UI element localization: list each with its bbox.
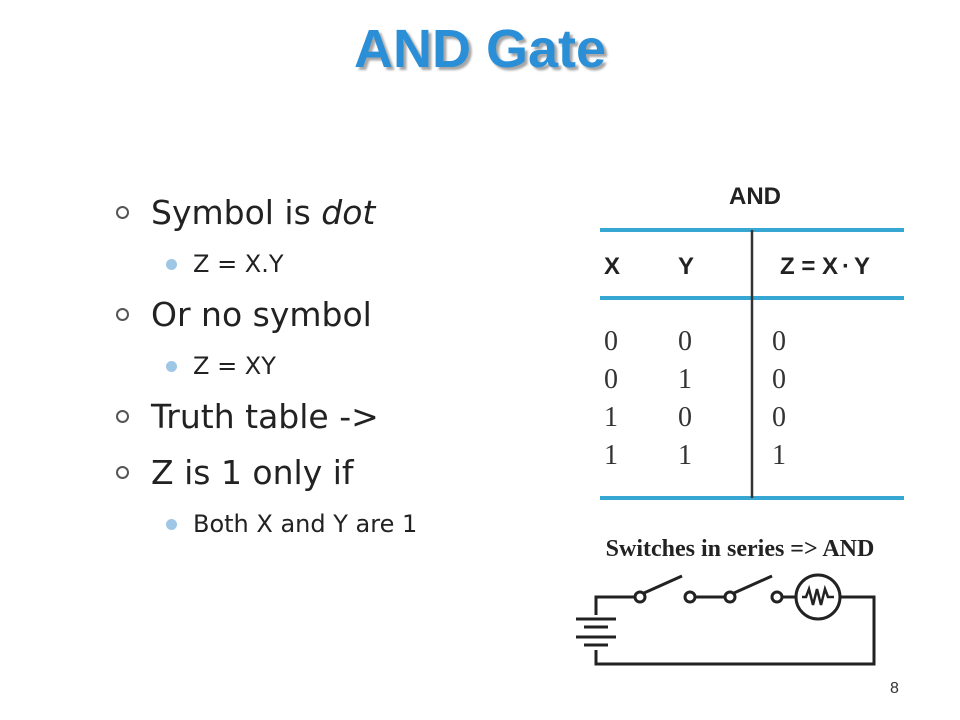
hollow-circle-bullet-icon <box>116 410 129 423</box>
cell: 1 <box>604 440 618 471</box>
filled-dot-bullet-icon <box>166 519 177 530</box>
cell: 0 <box>678 326 692 357</box>
cell: 0 <box>604 364 618 395</box>
bullet-text-italic: dot <box>321 193 376 232</box>
wire <box>594 595 876 666</box>
cell: 0 <box>772 364 786 395</box>
switch-1-lever-icon <box>643 574 683 595</box>
cell: 1 <box>678 440 692 471</box>
sub-bullet-z-equals-x-dot-y: Z = X.Y <box>116 246 586 292</box>
bullet-text: Truth table -> <box>151 397 379 436</box>
sub-bullet-text: Z = XY <box>193 352 276 380</box>
bullet-text: Z is 1 only if <box>151 453 354 492</box>
sub-bullet-text: Z = X.Y <box>193 250 284 278</box>
bullet-text: Or no symbol <box>151 295 372 334</box>
switch-contact <box>633 590 647 604</box>
slide-title: AND Gate <box>353 19 607 79</box>
hollow-circle-bullet-icon <box>116 466 129 479</box>
page-number: 8 <box>890 680 899 697</box>
cell: 1 <box>678 364 692 395</box>
header-x: X <box>604 253 620 280</box>
cell: 0 <box>678 402 692 433</box>
cell: 1 <box>772 440 786 471</box>
bullet-text: Symbol is <box>151 193 322 232</box>
battery-icon <box>576 617 616 647</box>
bullet-list: Symbol is dot Z = X.Y Or no symbol Z = X… <box>116 190 586 552</box>
circuit-caption: Switches in series => AND <box>605 536 875 562</box>
cell: 0 <box>604 326 618 357</box>
sub-bullet-text: Both X and Y are 1 <box>193 510 418 538</box>
hollow-circle-bullet-icon <box>116 308 129 321</box>
header-y: Y <box>678 253 694 280</box>
truth-table-title: AND <box>729 183 781 210</box>
header-z-prefix: Z = X <box>780 253 838 280</box>
switch-contact <box>683 590 697 604</box>
cell: 0 <box>772 326 786 357</box>
bullet-z-is-1-only-if: Z is 1 only if <box>116 450 586 506</box>
hollow-circle-bullet-icon <box>116 206 129 219</box>
filled-dot-bullet-icon <box>166 361 177 372</box>
switch-contact <box>723 590 737 604</box>
cell: 1 <box>604 402 618 433</box>
filled-dot-bullet-icon <box>166 259 177 270</box>
cell: 0 <box>772 402 786 433</box>
switch-contact <box>770 590 784 604</box>
header-z: Z = X·Y <box>780 253 870 280</box>
header-z-operator: · <box>842 253 850 280</box>
bullet-truth-table: Truth table -> <box>116 394 586 450</box>
header-z-suffix: Y <box>854 253 870 280</box>
truth-table: AND X Y Z = X·Y 0 0 0 0 1 0 1 0 0 1 1 1 <box>600 183 904 500</box>
bulb-filament-icon <box>802 584 834 606</box>
switch-2-lever-icon <box>733 574 773 595</box>
bullet-symbol-is-dot: Symbol is dot <box>116 190 586 246</box>
series-switch-circuit <box>576 573 876 666</box>
sub-bullet-z-equals-xy: Z = XY <box>116 348 586 394</box>
sub-bullet-both-x-and-y: Both X and Y are 1 <box>116 506 586 552</box>
bullet-or-no-symbol: Or no symbol <box>116 292 586 348</box>
wire <box>594 595 636 615</box>
